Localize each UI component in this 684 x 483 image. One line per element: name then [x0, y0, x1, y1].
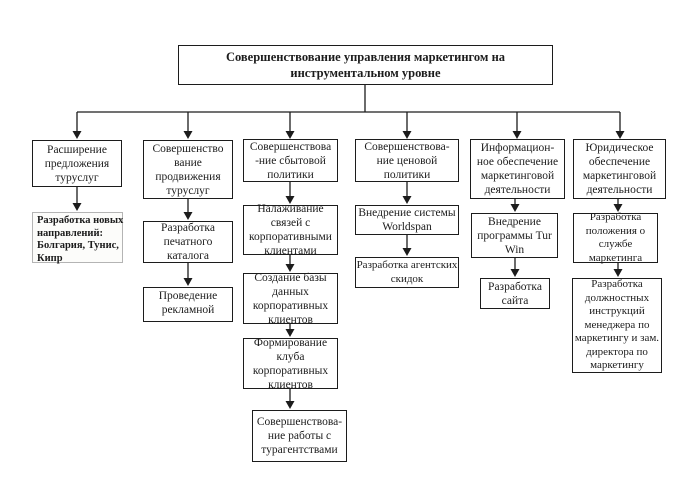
flow-node-2-2: Разработка печатного каталога — [143, 221, 233, 263]
flow-node-4-2: Внедрение системы Worldspan — [355, 205, 459, 235]
flow-node-1-2: Разработка новых направлений: Болгария, … — [32, 212, 123, 264]
flow-node-4-3: Разработка агентских скидок — [355, 257, 459, 288]
flow-node-3-2: Налаживание связей с корпоративными клие… — [243, 203, 338, 257]
flow-node-6-3: Разработка должностных инструкций менедж… — [572, 278, 662, 373]
flow-node-5-1: Информацион- ное обеспечение маркетингов… — [470, 139, 565, 199]
flow-node-3-3: Создание базы данных корпоративных клиен… — [243, 272, 338, 326]
arrowheads — [72, 131, 625, 409]
root-node: Совершенствование управления маркетингом… — [178, 45, 553, 85]
flow-node-2-1: Совершенство вание продвижения туруслуг — [143, 140, 233, 199]
flow-node-3-1: Совершенствова -ние сбытовой политики — [243, 139, 338, 182]
flow-node-6-2: Разработка положения о службе маркетинга — [573, 211, 658, 264]
flow-node-3-4: Формирование клуба корпоративных клиенто… — [243, 337, 338, 391]
flow-node-6-1: Юридическое обеспечение маркетинговой де… — [573, 139, 666, 199]
flow-node-4-1: Совершенствова- ние ценовой политики — [355, 139, 459, 182]
flow-node-1-1: Расширение предложения туруслуг — [32, 140, 122, 187]
flow-node-5-2: Внедрение программы Tur Win — [471, 213, 558, 258]
flow-node-3-5: Совершенствова- ние работы с турагентств… — [252, 410, 347, 462]
connector-path — [76, 85, 621, 401]
flow-node-5-3: Разработка сайта — [480, 278, 550, 309]
flow-node-2-3: Проведение рекламной кампании — [143, 287, 233, 322]
